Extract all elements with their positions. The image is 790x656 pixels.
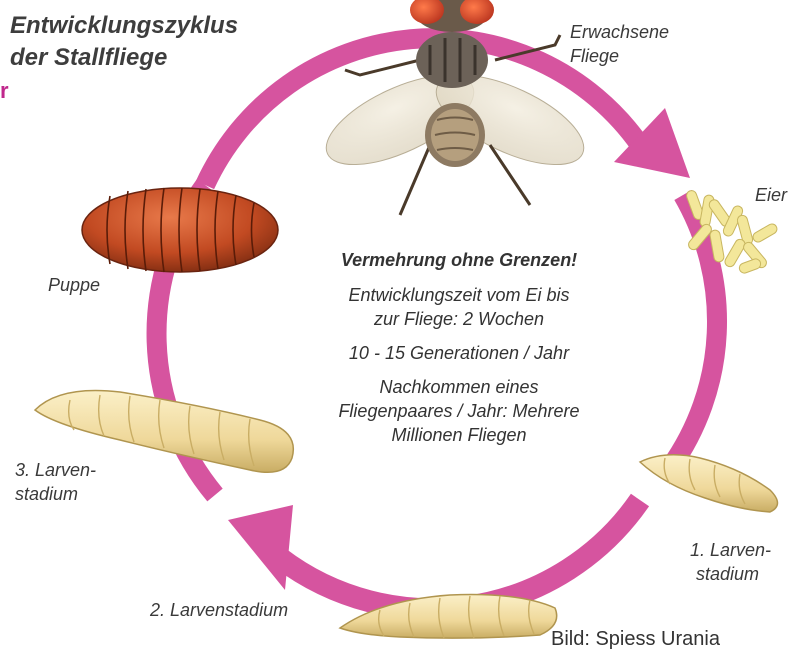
pupa-image: [82, 188, 278, 272]
eggs-label: Eier: [755, 185, 787, 206]
larva-3-label: 3. Larven- stadium: [15, 458, 96, 506]
diagram-title: Entwicklungszyklus der Stallfliege: [10, 10, 238, 74]
pupa-label: Puppe: [48, 275, 100, 296]
adult-fly-image: [314, 0, 596, 215]
adult-label-line-1: Erwachsene: [570, 20, 669, 44]
larva-1-image: [640, 455, 778, 512]
development-time-line-2: zur Fliege: 2 Wochen: [296, 307, 622, 331]
development-time-text: Entwicklungszeit vom Ei bis zur Fliege: …: [296, 283, 622, 331]
larva-1-label-line-2: stadium: [690, 562, 771, 586]
title-line-2: der Stallfliege: [10, 42, 238, 74]
center-heading: Vermehrung ohne Grenzen!: [296, 250, 622, 271]
larva-3-label-line-1: 3. Larven-: [15, 458, 96, 482]
generations-text: 10 - 15 Generationen / Jahr: [296, 341, 622, 365]
offspring-line-3: Millionen Fliegen: [296, 423, 622, 447]
development-time-line-1: Entwicklungszeit vom Ei bis: [296, 283, 622, 307]
offspring-line-2: Fliegenpaares / Jahr: Mehrere: [296, 399, 622, 423]
title-line-1: Entwicklungszyklus: [10, 10, 238, 42]
offspring-line-1: Nachkommen eines: [296, 375, 622, 399]
larva-1-label: 1. Larven- stadium: [690, 538, 771, 586]
arrowhead-bottom-left: [228, 505, 293, 590]
cycle-arc-bottom: [270, 500, 640, 609]
adult-fly-label: Erwachsene Fliege: [570, 20, 669, 68]
center-info-block: Vermehrung ohne Grenzen! Entwicklungszei…: [296, 250, 622, 457]
larva-1-label-line-1: 1. Larven-: [690, 538, 771, 562]
offspring-text: Nachkommen eines Fliegenpaares / Jahr: M…: [296, 375, 622, 447]
larva-2-label: 2. Larvenstadium: [150, 600, 288, 621]
image-credit: Bild: Spiess Urania: [551, 628, 720, 651]
larva-3-label-line-2: stadium: [15, 482, 96, 506]
adult-label-line-2: Fliege: [570, 44, 669, 68]
edge-text-fragment: r: [0, 78, 9, 104]
